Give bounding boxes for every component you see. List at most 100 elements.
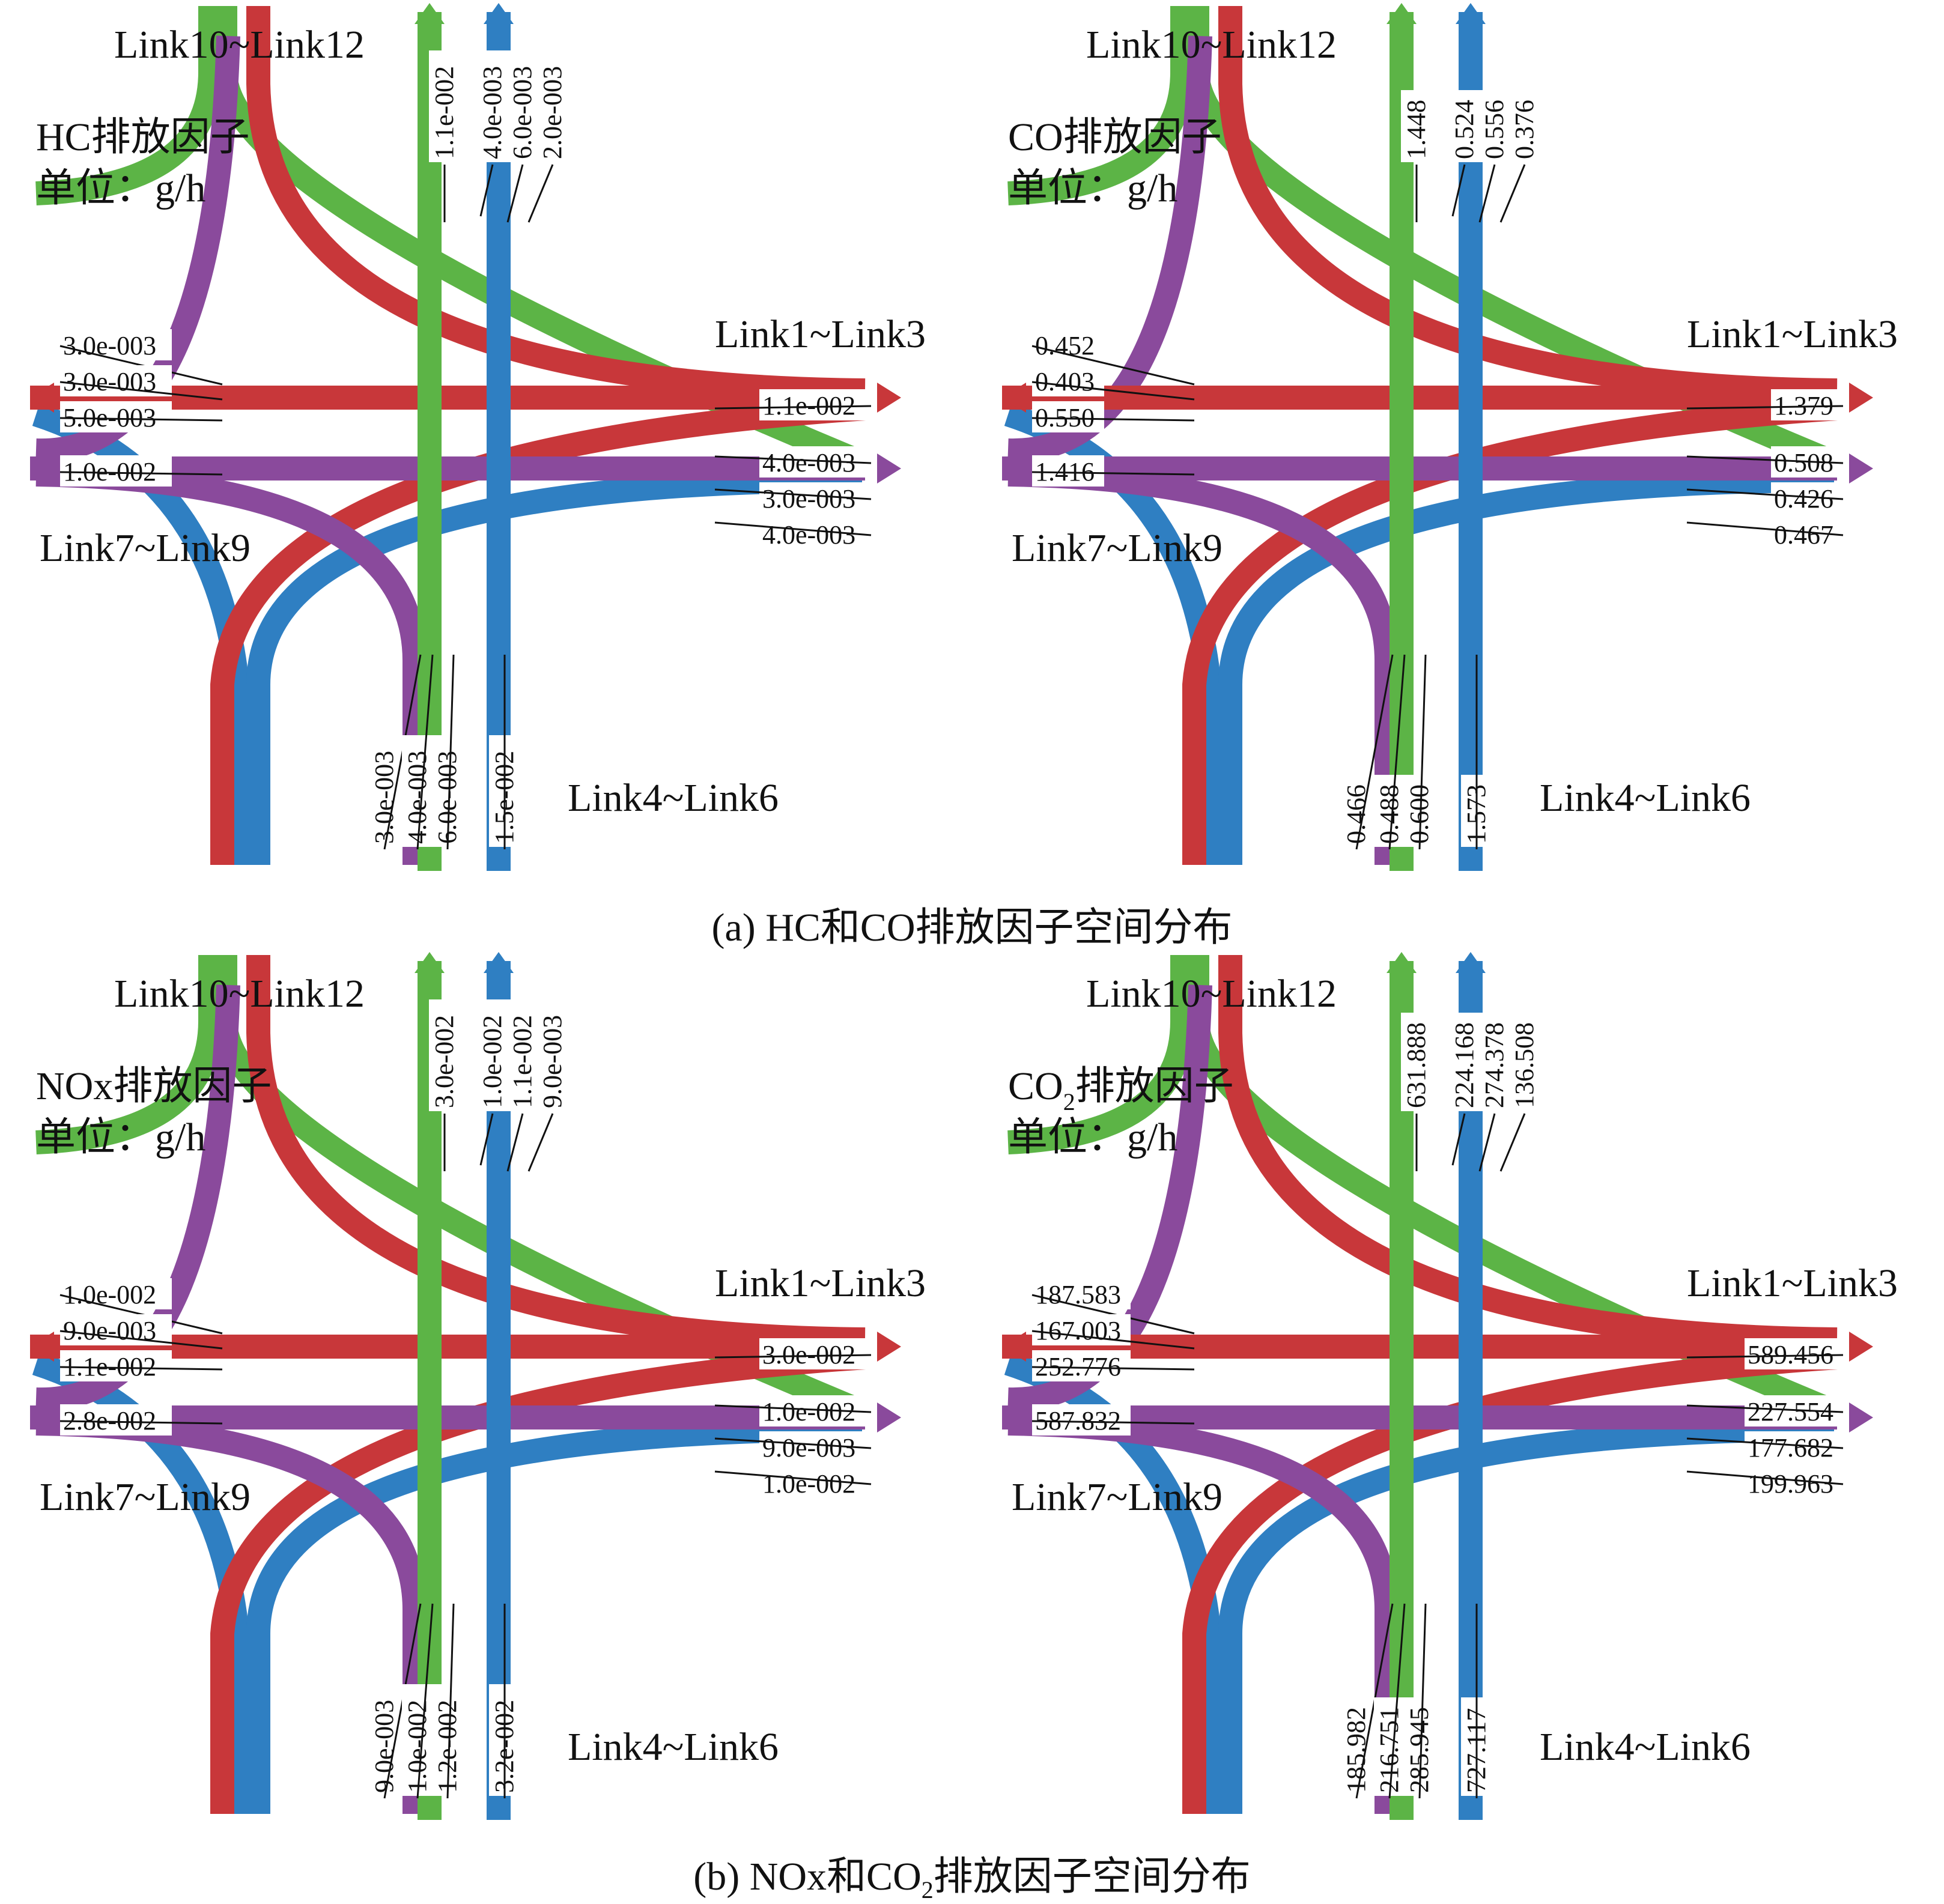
caption-b-suffix: 排放因子空间分布	[933, 1855, 1251, 1899]
leader-line	[1031, 1330, 1195, 1350]
value-south-red: 285.945	[1404, 1603, 1434, 1799]
label-box	[537, 999, 567, 1111]
caption-b-text: (b) NOx和CO	[693, 1855, 922, 1899]
value-east-green: 4.0e-003	[714, 446, 872, 478]
label-text: 0.452	[1035, 331, 1095, 360]
arrow-north-green	[1387, 952, 1417, 973]
label-box	[1449, 1013, 1479, 1111]
leader-line	[1031, 345, 1195, 386]
value-west-blue: 1.1e-002	[59, 1350, 223, 1381]
value-east-purple: 3.0e-003	[714, 482, 872, 514]
value-east-red: 1.1e-002	[714, 389, 872, 420]
arrow-east-purple	[877, 453, 901, 484]
link-label-west: Link7~Link9	[1012, 526, 1223, 570]
label-text: 224.168	[1450, 1022, 1479, 1108]
value-west-purple: 1.0e-002	[59, 455, 223, 487]
panel-unit: 单位：g/h	[36, 1115, 205, 1159]
ramp-south-east-red	[1182, 1345, 1838, 1814]
arrow-east-purple	[1849, 1402, 1873, 1433]
label-box	[1404, 1697, 1434, 1796]
value-north-red: 2.0e-003	[527, 50, 567, 223]
value-south-blue: 1.573	[1461, 655, 1491, 849]
arrow-east-purple	[877, 1402, 901, 1433]
value-south-green: 216.751	[1374, 1603, 1406, 1799]
leader-line	[1686, 1354, 1844, 1359]
label-box	[759, 389, 871, 420]
arrow-east-red	[1849, 383, 1873, 413]
leader-line	[1388, 1603, 1406, 1799]
panel-unit: 单位：g/h	[36, 166, 205, 210]
intersection-diagram-svg: Link10~Link12Link1~Link3Link7~Link9Link4…	[30, 952, 926, 1820]
label-text: 136.508	[1510, 1022, 1539, 1108]
leader-line	[416, 654, 434, 850]
value-west-green: 1.0e-002	[59, 1278, 223, 1335]
label-box	[1374, 1697, 1404, 1796]
ramp-south-east	[246, 1417, 863, 1814]
leader-line	[1451, 1113, 1466, 1166]
label-box	[507, 999, 537, 1111]
value-east-purple: 0.426	[1686, 482, 1844, 514]
label-text: 0.403	[1035, 367, 1095, 396]
arrow-north-blue	[1456, 952, 1486, 973]
leader-line	[527, 1113, 554, 1172]
ramp-north-east-red	[246, 6, 866, 402]
value-north-red: 136.508	[1499, 1013, 1539, 1172]
value-west-blue: 252.776	[1031, 1350, 1195, 1381]
label-text: 1.0e-002	[402, 1700, 432, 1793]
ramp-north-west	[35, 6, 222, 205]
value-west-red: 0.403	[1031, 365, 1195, 401]
label-text: 1.448	[1402, 100, 1431, 159]
panel-title-text: CO	[1008, 1064, 1063, 1108]
label-box	[477, 50, 507, 162]
arrow-west-purple	[30, 1402, 54, 1433]
leader-line	[59, 1420, 223, 1425]
ramp-north-west	[35, 955, 222, 1154]
value-north-purple: 1.0e-002	[477, 999, 507, 1166]
label-box	[1032, 1404, 1131, 1436]
value-west-blue: 5.0e-003	[59, 401, 223, 432]
label-box	[432, 735, 462, 847]
arrow-west-purple	[1002, 1402, 1026, 1433]
value-north-blue: 1.1e-002	[506, 999, 537, 1172]
leader-line	[59, 1366, 223, 1371]
leader-line	[714, 1354, 872, 1359]
label-text: 9.0e-003	[63, 1316, 156, 1345]
arrow-east-red	[1849, 1332, 1873, 1362]
leader-line	[59, 417, 223, 422]
label-box	[432, 1684, 462, 1796]
leader-line	[446, 1603, 455, 1799]
panel-unit: 单位：g/h	[1008, 1115, 1177, 1159]
label-box	[60, 1404, 172, 1436]
ramp-north-west	[1007, 955, 1194, 1154]
arrow-north-blue	[1456, 3, 1486, 24]
label-box	[60, 1278, 172, 1309]
label-text: 4.0e-003	[478, 66, 507, 159]
ramp-south-east-red	[1182, 396, 1838, 865]
label-box	[429, 50, 459, 162]
leader-line	[59, 471, 223, 476]
label-text: 285.945	[1405, 1707, 1434, 1793]
link-label-east: Link1~Link3	[715, 1261, 926, 1305]
value-west-green: 0.452	[1031, 329, 1195, 386]
panel-title-subscript: 2	[1063, 1088, 1075, 1115]
value-west-red: 167.003	[1031, 1314, 1195, 1350]
value-north-purple: 4.0e-003	[477, 50, 507, 217]
value-south-blue: 3.2e-002	[489, 1604, 519, 1798]
label-box	[402, 735, 432, 847]
leader-line	[1031, 1420, 1195, 1425]
value-west-red: 9.0e-003	[59, 1314, 223, 1350]
leader-line	[1418, 1603, 1427, 1799]
label-text: 1.1e-002	[430, 66, 459, 159]
label-text: 4.0e-003	[402, 751, 432, 844]
intersection-diagram-svg: Link10~Link12Link1~Link3Link7~Link9Link4…	[1002, 952, 1898, 1820]
value-east-blue: 4.0e-003	[714, 518, 872, 550]
label-text: 185.982	[1341, 1707, 1371, 1793]
leader-line	[1478, 164, 1496, 223]
leader-line	[714, 405, 872, 410]
value-south-green: 1.0e-002	[402, 1603, 434, 1799]
label-text: 1.2e-002	[433, 1700, 462, 1793]
panel-title: HC排放因子	[36, 115, 250, 159]
ramp-north-east-red	[1218, 955, 1838, 1351]
